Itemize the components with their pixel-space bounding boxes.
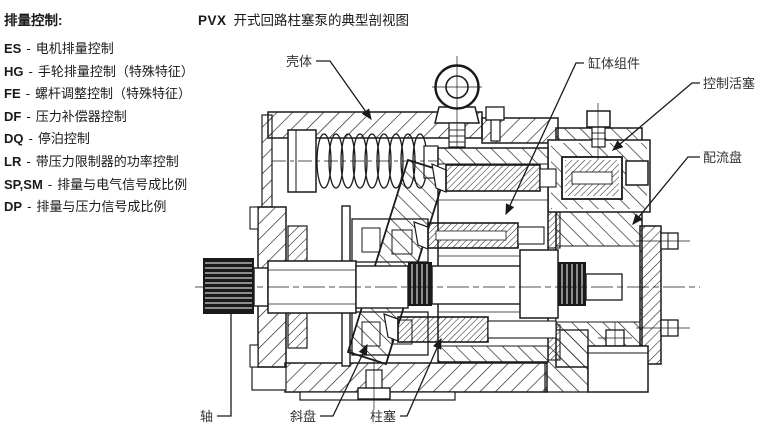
callout-cylinder-assembly: 缸体组件	[588, 56, 640, 71]
callout-swash-plate: 斜盘	[290, 409, 316, 424]
drive-shaft	[195, 249, 700, 319]
list-item: SP,SM-排量与电气信号成比例	[4, 174, 194, 197]
leader-piston	[400, 337, 442, 417]
separator: -	[26, 41, 31, 56]
control-label: 排量与电气信号成比例	[57, 176, 188, 192]
callout-control-piston: 控制活塞	[703, 76, 755, 91]
separator: -	[47, 176, 53, 192]
list-item: ES-电机排量控制	[4, 38, 194, 61]
input-shaft-spline	[203, 258, 254, 314]
control-piston	[547, 103, 651, 213]
diagram-title: PVX 开式回路柱塞泵的典型剖视图	[198, 9, 409, 29]
control-label: 电机排量控制	[35, 41, 114, 56]
housing-bolt	[485, 106, 505, 142]
separator: -	[26, 108, 31, 124]
separator: -	[28, 63, 33, 79]
leader-valve-plate	[632, 156, 700, 226]
leader-cylinder-assembly	[505, 62, 584, 216]
callouts	[217, 60, 700, 417]
control-code: FE	[4, 86, 21, 102]
callout-shaft: 轴	[200, 409, 213, 424]
list-item: FE-螺杆调整控制（特殊特征）	[4, 83, 194, 106]
control-code: ES	[4, 41, 22, 56]
separator: -	[26, 153, 31, 169]
control-code: LR	[4, 153, 22, 169]
separator: -	[27, 199, 32, 215]
leader-shaft	[217, 314, 232, 417]
separator: -	[25, 86, 30, 102]
mid-shaft-spline	[408, 262, 432, 306]
leader-swash-plate	[320, 343, 368, 417]
list-item: DF-压力补偿器控制	[4, 106, 194, 129]
list-item: HG-手轮排量控制（特殊特征）	[4, 61, 194, 84]
callout-piston: 柱塞	[370, 409, 396, 424]
callout-valve-plate: 配流盘	[703, 150, 742, 165]
rear-cover-plate	[587, 225, 690, 393]
control-label: 手轮排量控制（特殊特征）	[37, 63, 194, 79]
list-item: DQ-停泊控制	[4, 128, 194, 151]
separator: -	[28, 131, 33, 147]
control-label: 排量与压力信号成比例	[36, 199, 167, 215]
lifting-eye-bolt	[432, 56, 482, 152]
control-code: DF	[4, 108, 22, 124]
control-code: HG	[4, 63, 24, 79]
pistons	[383, 163, 557, 343]
control-label: 螺杆调整控制（特殊特征）	[34, 86, 191, 102]
control-label: 带压力限制器的功率控制	[35, 153, 179, 169]
control-code: SP,SM	[4, 176, 43, 192]
leader-control-piston	[612, 82, 700, 151]
control-label: 压力补偿器控制	[35, 108, 127, 124]
control-type-list: ES-电机排量控制 HG-手轮排量控制（特殊特征） FE-螺杆调整控制（特殊特征…	[4, 38, 194, 219]
bias-spring	[272, 129, 452, 193]
control-label: 停泊控制	[37, 131, 90, 147]
list-item: LR-带压力限制器的功率控制	[4, 151, 194, 174]
list-item: DP-排量与压力信号成比例	[4, 196, 194, 219]
displacement-control-list-title: 排量控制:	[4, 13, 63, 28]
leader-housing	[316, 60, 372, 121]
diagram-title-text: 开式回路柱塞泵的典型剖视图	[233, 13, 410, 28]
pump-model-code: PVX	[198, 13, 227, 28]
callout-labels: 壳体 缸体组件 控制活塞 配流盘 轴 斜盘 柱塞	[200, 54, 755, 424]
control-code: DQ	[4, 131, 24, 147]
rear-shaft-spline	[558, 262, 586, 306]
drain-plug	[357, 360, 391, 410]
callout-housing: 壳体	[286, 54, 312, 69]
control-code: DP	[4, 199, 23, 215]
